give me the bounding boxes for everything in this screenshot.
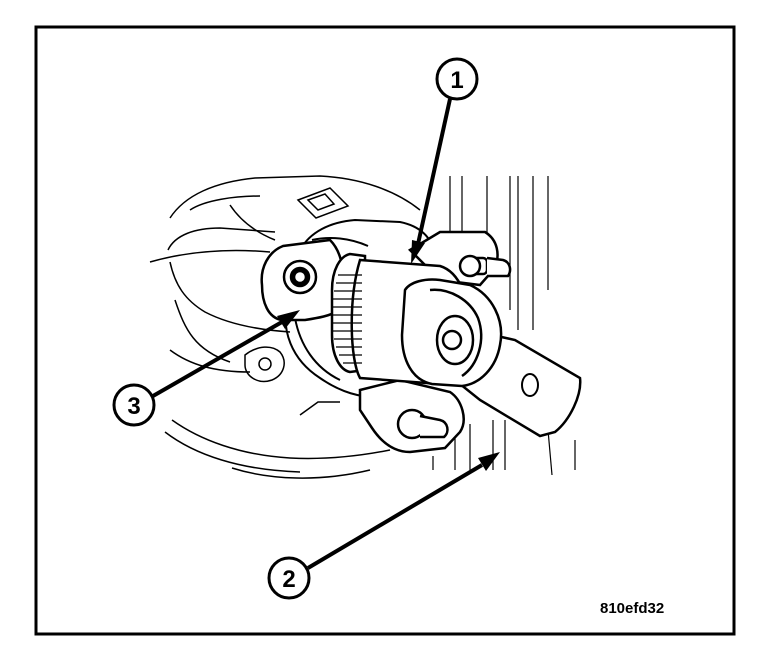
svg-text:1: 1 [450, 67, 463, 94]
handle-slot [521, 373, 539, 397]
knurl-lines [333, 274, 362, 364]
svg-text:2: 2 [282, 566, 295, 593]
background-lines [432, 176, 576, 476]
svg-text:3: 3 [127, 393, 140, 420]
housing-plate [296, 187, 350, 219]
bolts [282, 254, 512, 440]
callout-3: 3 [112, 310, 300, 427]
callout-2: 2 [267, 452, 500, 600]
figure-id: 810efd32 [600, 600, 664, 617]
callout-1: 1 [411, 57, 479, 264]
